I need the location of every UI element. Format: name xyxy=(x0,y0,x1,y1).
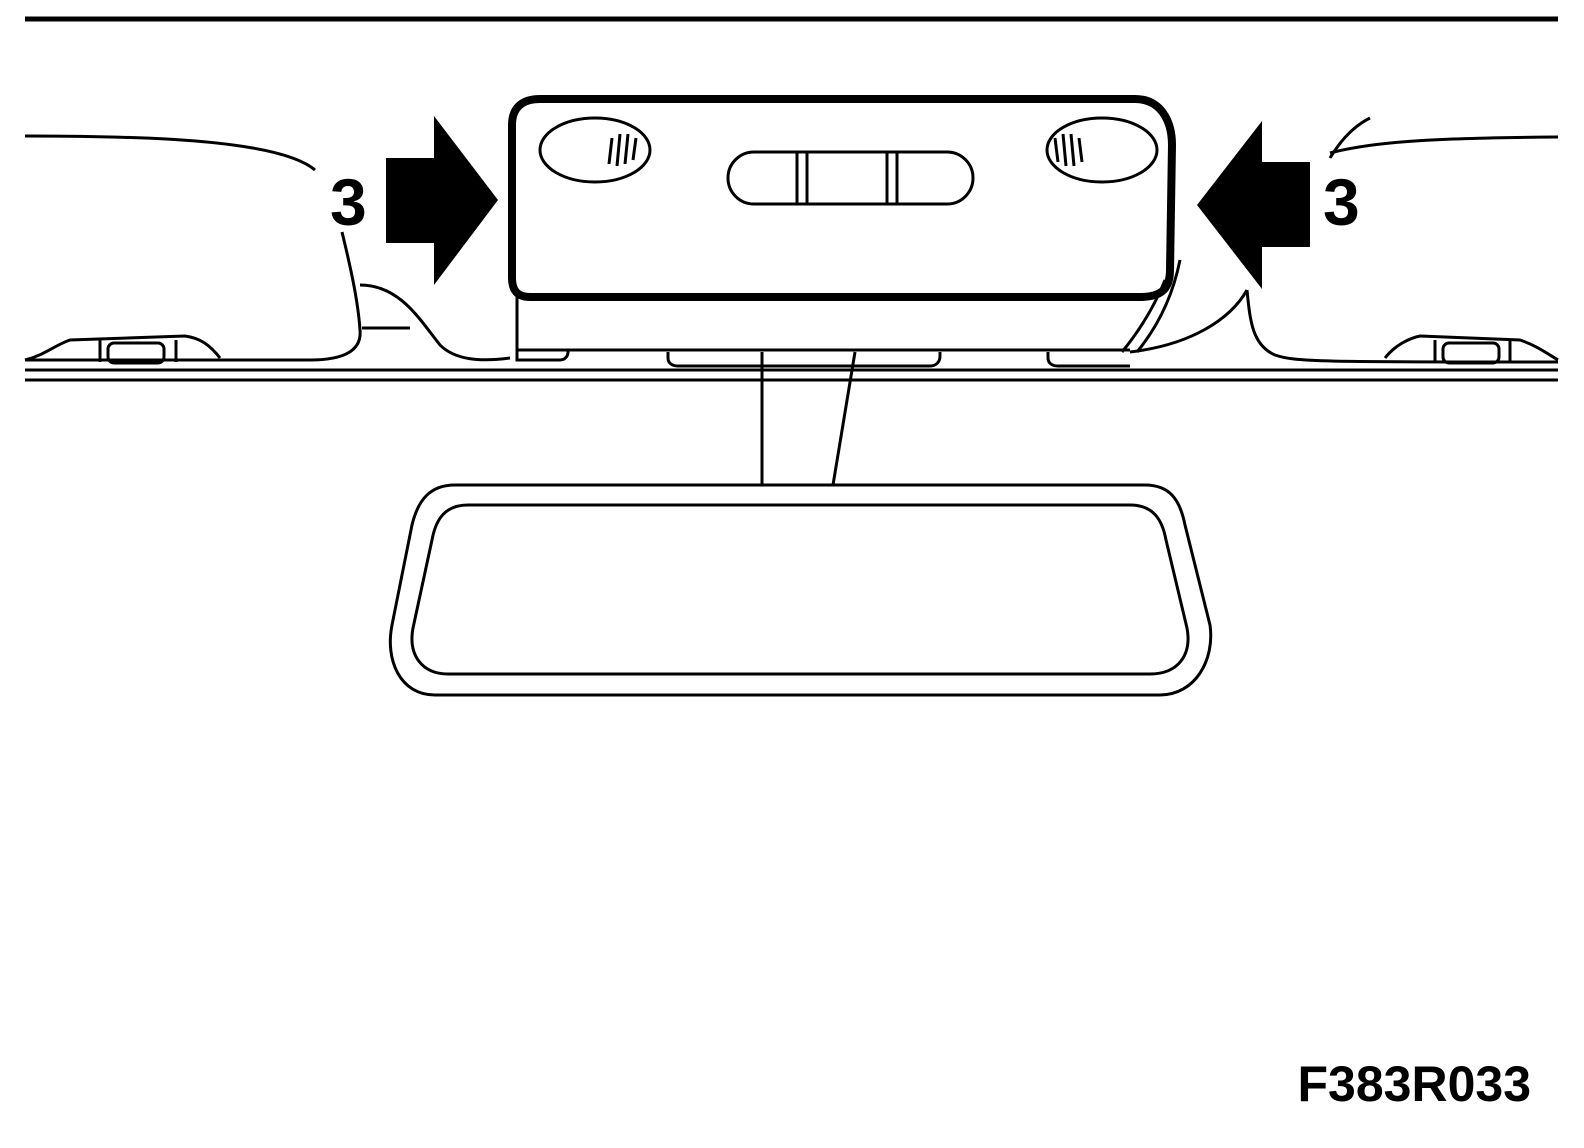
right-map-lamp xyxy=(1045,116,1159,184)
headliner-rail xyxy=(25,368,1558,382)
console-base xyxy=(515,290,1130,368)
rear-view-mirror xyxy=(388,483,1213,697)
right-clip xyxy=(1383,334,1559,365)
callout-left: 3 xyxy=(330,165,367,239)
callout-right: 3 xyxy=(1323,165,1360,239)
figure-code: F383R033 xyxy=(1298,1056,1532,1112)
mirror-stem xyxy=(760,351,857,486)
right-headliner-trim xyxy=(1129,116,1559,364)
left-arrow-icon xyxy=(386,116,498,285)
right-arrow-icon xyxy=(1197,121,1310,289)
center-switch xyxy=(726,150,975,206)
left-clip xyxy=(24,334,222,365)
overhead-console xyxy=(508,95,1182,353)
left-headliner-trim xyxy=(24,134,511,362)
left-map-lamp xyxy=(538,116,652,184)
